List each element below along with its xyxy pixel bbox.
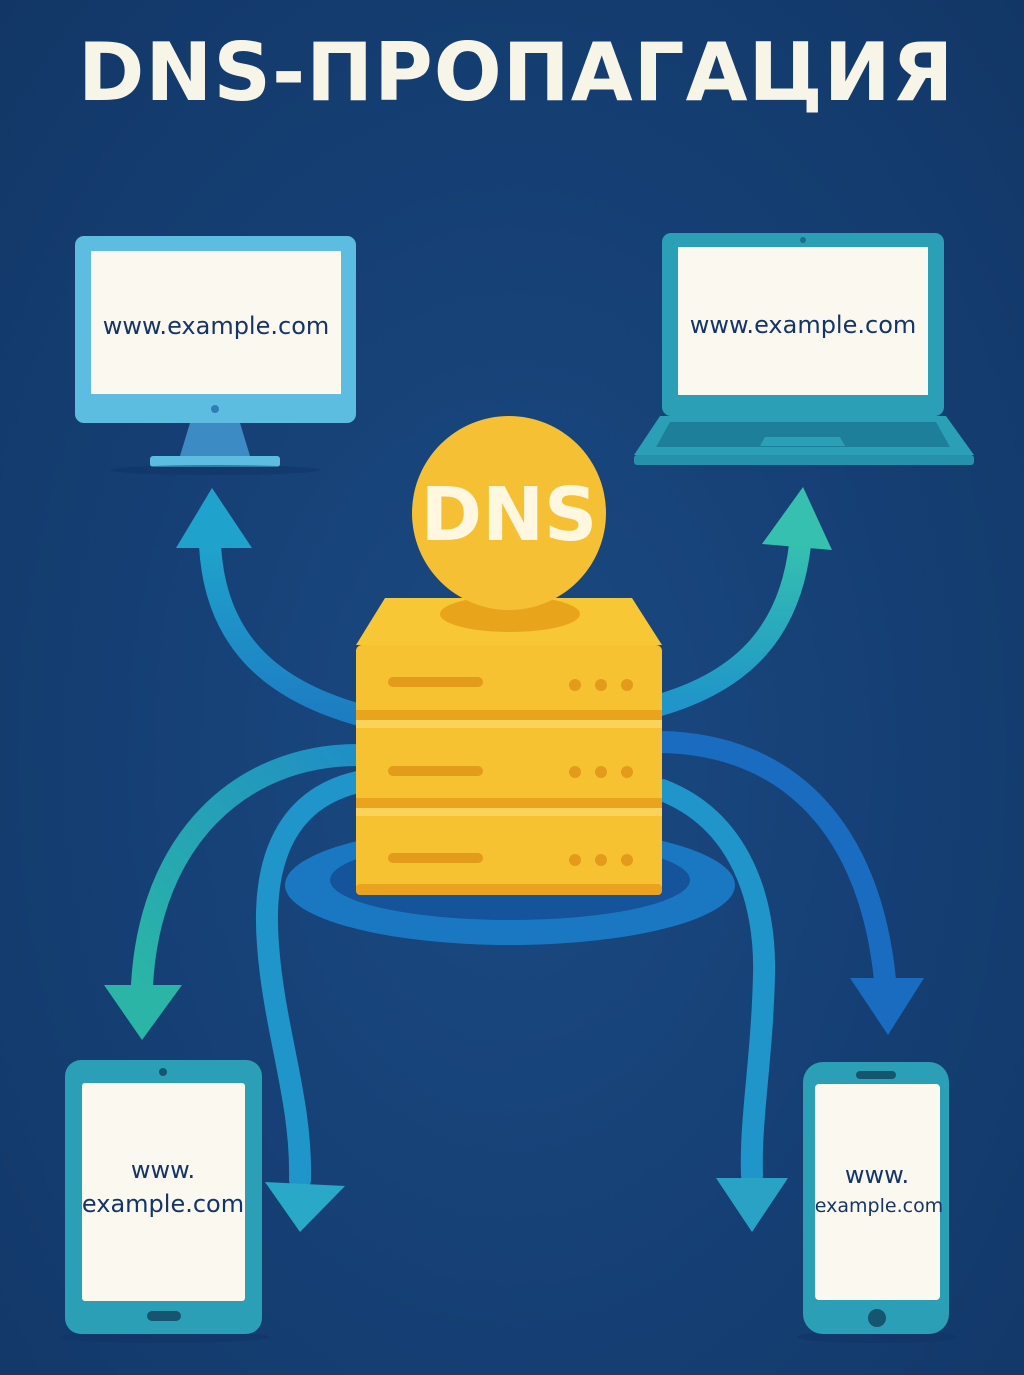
arrow-to-tablet (104, 744, 369, 1040)
laptop: www.example.com (634, 233, 974, 465)
phone-url-line2: example.com (815, 1195, 943, 1217)
phone-url-line1: www. (845, 1161, 909, 1189)
arrow-inner-left (255, 771, 369, 1232)
arrow-to-phone (651, 731, 924, 1035)
laptop-screen (678, 247, 928, 395)
arrow-inner-right (651, 779, 788, 1232)
tablet-screen (82, 1083, 245, 1301)
server-unit (356, 645, 662, 720)
tablet: www. example.com (60, 1060, 270, 1343)
tablet-url-line2: example.com (82, 1190, 244, 1218)
dns-badge: DNS (412, 416, 606, 610)
monitor-url: www.example.com (103, 312, 330, 340)
server-unit (356, 720, 662, 808)
arrow-to-monitor (176, 488, 371, 726)
phone-screen (815, 1084, 940, 1300)
server-unit (356, 808, 662, 895)
desktop-monitor: www.example.com (75, 236, 356, 475)
monitor-screen (91, 251, 341, 394)
tablet-url-line1: www. (131, 1156, 195, 1184)
smartphone: www. example.com (797, 1062, 957, 1343)
page-title: DNS-ПРОПАГАЦИЯ (78, 26, 955, 119)
laptop-url: www.example.com (690, 311, 917, 339)
dns-server (356, 596, 662, 895)
dns-label: DNS (421, 472, 598, 558)
arrow-to-laptop (649, 487, 832, 716)
